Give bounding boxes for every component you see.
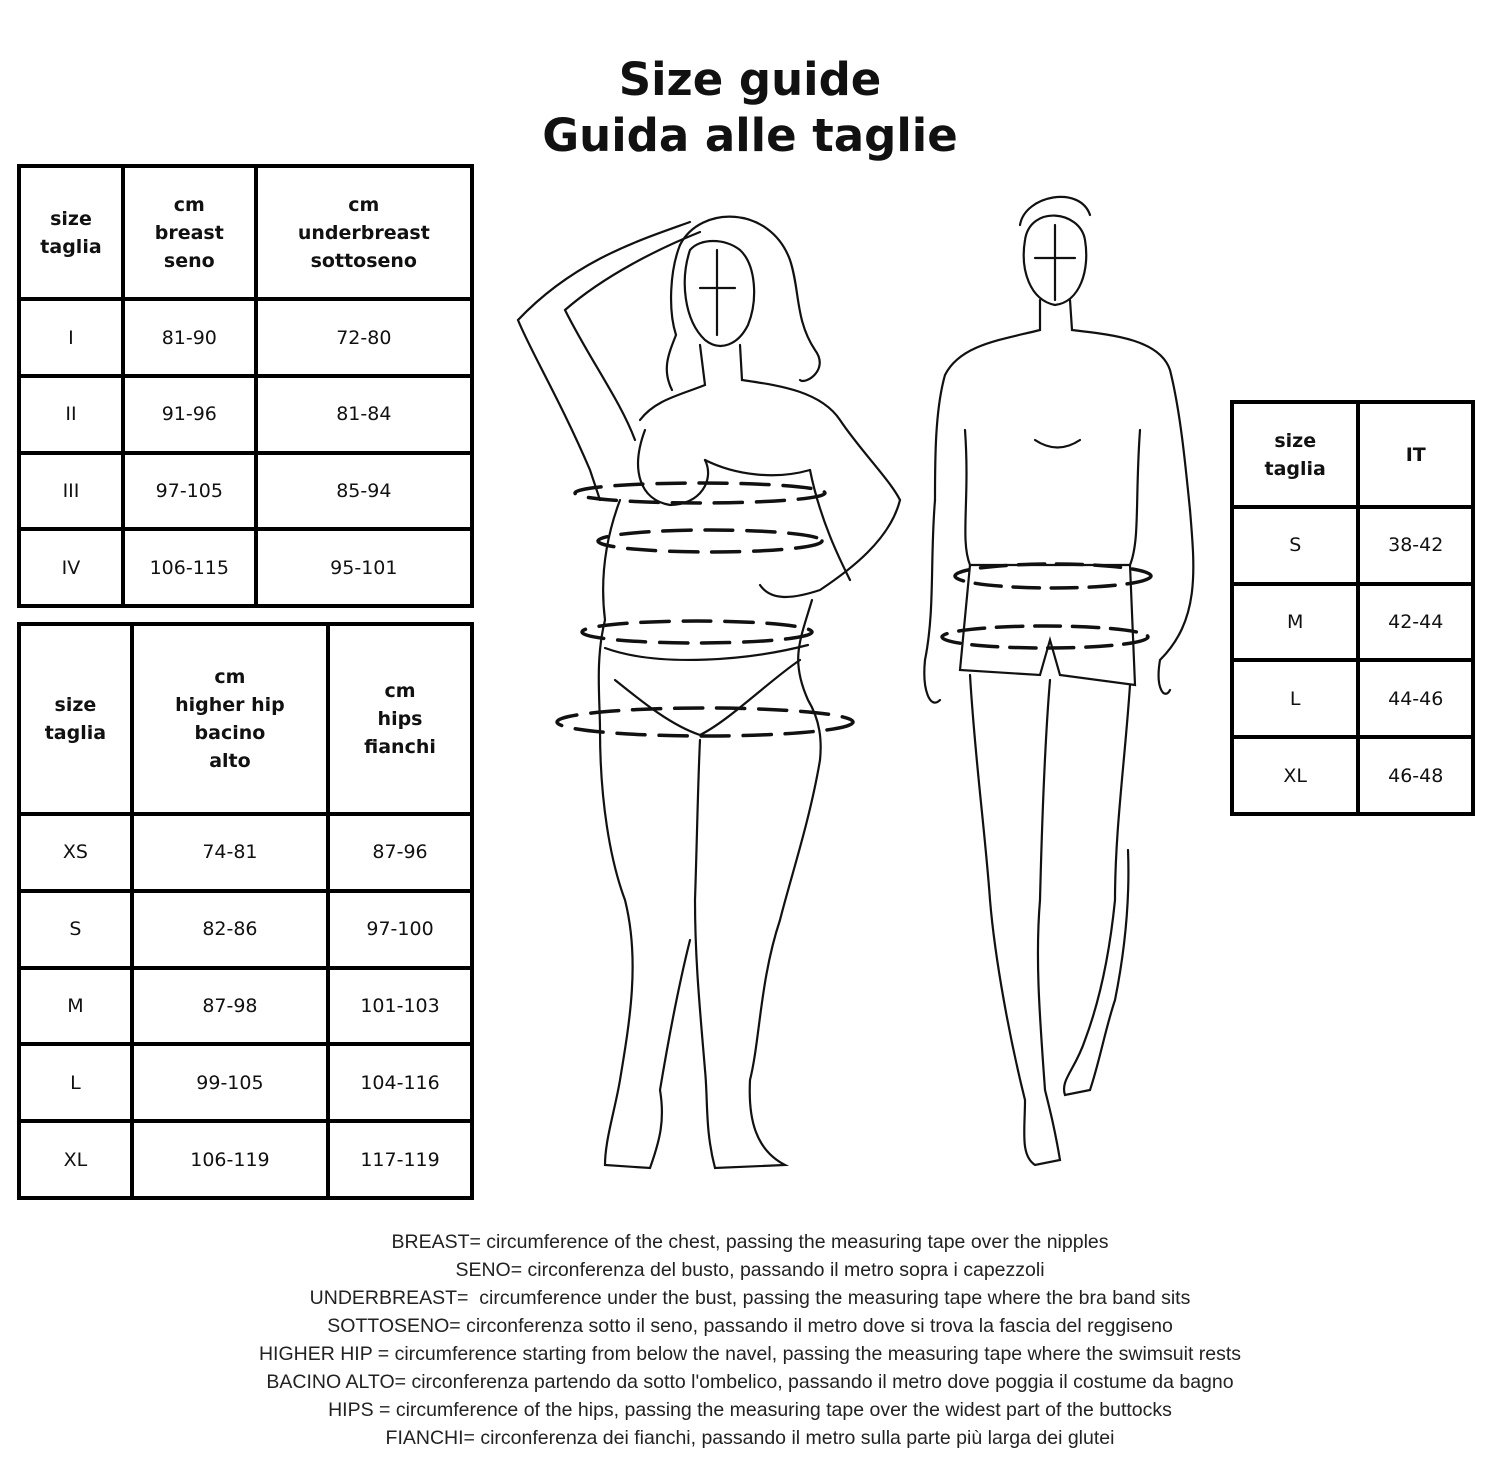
cell-higher-hip: 99-105	[129, 1042, 331, 1124]
cell-higher-hip: 74-81	[129, 811, 331, 893]
cell-hips: 97-100	[326, 888, 474, 970]
cell-hips: 117-119	[326, 1119, 474, 1200]
table-header-row: size taglia cm breast seno cm underbreas…	[17, 163, 475, 302]
header-size: size taglia	[17, 622, 134, 816]
header-it: IT	[1356, 399, 1475, 510]
table-row: III 97-105 85-94	[17, 450, 475, 532]
table-row: II 91-96 81-84	[17, 373, 475, 455]
table-header-row: size taglia cm higher hip bacino alto cm…	[17, 622, 474, 816]
cell-size: XS	[17, 811, 134, 893]
cell-size: II	[17, 373, 125, 455]
cell-underbreast: 85-94	[253, 450, 475, 532]
bust-size-table: size taglia cm breast seno cm underbreas…	[17, 163, 475, 608]
header-breast: cm breast seno	[120, 163, 258, 302]
note-higher-hip-en: HIGHER HIP = circumference starting from…	[258, 1343, 1242, 1365]
cell-underbreast: 95-101	[253, 527, 475, 608]
cell-size: M	[17, 965, 134, 1047]
header-higher-hip: cm higher hip bacino alto	[129, 622, 331, 816]
cell-it: 46-48	[1356, 735, 1475, 816]
hip-size-table: size taglia cm higher hip bacino alto cm…	[17, 622, 474, 1200]
table-row: L 44-46	[1229, 658, 1475, 740]
cell-size: S	[17, 888, 134, 970]
cell-breast: 97-105	[120, 450, 258, 532]
table-row: L 99-105 104-116	[17, 1042, 474, 1124]
title-english: Size guide	[618, 53, 882, 106]
header-size: size taglia	[1229, 399, 1361, 510]
cell-it: 38-42	[1356, 505, 1475, 586]
cell-size: XL	[1229, 735, 1361, 816]
table-row: IV 106-115 95-101	[17, 527, 475, 608]
note-underbreast-en: UNDERBREAST= circumference under the bus…	[309, 1287, 1191, 1309]
header-hips: cm hips fianchi	[326, 622, 474, 816]
table-row: S 38-42	[1229, 505, 1475, 586]
measurement-notes: BREAST= circumference of the chest, pass…	[0, 1228, 1500, 1452]
cell-underbreast: 72-80	[253, 297, 475, 378]
page-title: Size guide Guida alle taglie	[0, 52, 1500, 164]
cell-size: XL	[17, 1119, 134, 1200]
woman-figure-icon	[516, 215, 902, 1170]
cell-breast: 106-115	[120, 527, 258, 608]
note-underbreast-it: SOTTOSENO= circonferenza sotto il seno, …	[327, 1315, 1173, 1337]
cell-it: 44-46	[1356, 658, 1475, 740]
cell-size: I	[17, 297, 125, 378]
header-underbreast: cm underbreast sottoseno	[253, 163, 475, 302]
cell-size: L	[17, 1042, 134, 1124]
man-figure-icon	[923, 195, 1195, 1167]
cell-breast: 91-96	[120, 373, 258, 455]
table-header-row: size taglia IT	[1229, 399, 1475, 510]
table-row: M 42-44	[1229, 581, 1475, 663]
cell-size: S	[1229, 505, 1361, 586]
table-row: XL 106-119 117-119	[17, 1119, 474, 1200]
note-breast-it: SENO= circonferenza del busto, passando …	[455, 1259, 1045, 1281]
cell-size: M	[1229, 581, 1361, 663]
cell-underbreast: 81-84	[253, 373, 475, 455]
cell-higher-hip: 87-98	[129, 965, 331, 1047]
cell-size: L	[1229, 658, 1361, 740]
men-size-table: size taglia IT S 38-42 M 42-44 L 44-46 X…	[1229, 399, 1475, 816]
body-figures-illustration	[516, 195, 1195, 1170]
header-size: size taglia	[17, 163, 125, 302]
cell-hips: 87-96	[326, 811, 474, 893]
title-italian: Guida alle taglie	[542, 109, 958, 162]
note-breast-en: BREAST= circumference of the chest, pass…	[391, 1231, 1109, 1253]
cell-breast: 81-90	[120, 297, 258, 378]
cell-higher-hip: 82-86	[129, 888, 331, 970]
note-higher-hip-it: BACINO ALTO= circonferenza partendo da s…	[266, 1371, 1234, 1393]
cell-it: 42-44	[1356, 581, 1475, 663]
cell-size: III	[17, 450, 125, 532]
cell-hips: 101-103	[326, 965, 474, 1047]
table-row: M 87-98 101-103	[17, 965, 474, 1047]
table-row: XL 46-48	[1229, 735, 1475, 816]
cell-higher-hip: 106-119	[129, 1119, 331, 1200]
note-hips-en: HIPS = circumference of the hips, passin…	[328, 1399, 1172, 1421]
cell-size: IV	[17, 527, 125, 608]
table-row: XS 74-81 87-96	[17, 811, 474, 893]
note-hips-it: FIANCHI= circonferenza dei fianchi, pass…	[385, 1427, 1115, 1449]
table-row: I 81-90 72-80	[17, 297, 475, 378]
table-row: S 82-86 97-100	[17, 888, 474, 970]
cell-hips: 104-116	[326, 1042, 474, 1124]
